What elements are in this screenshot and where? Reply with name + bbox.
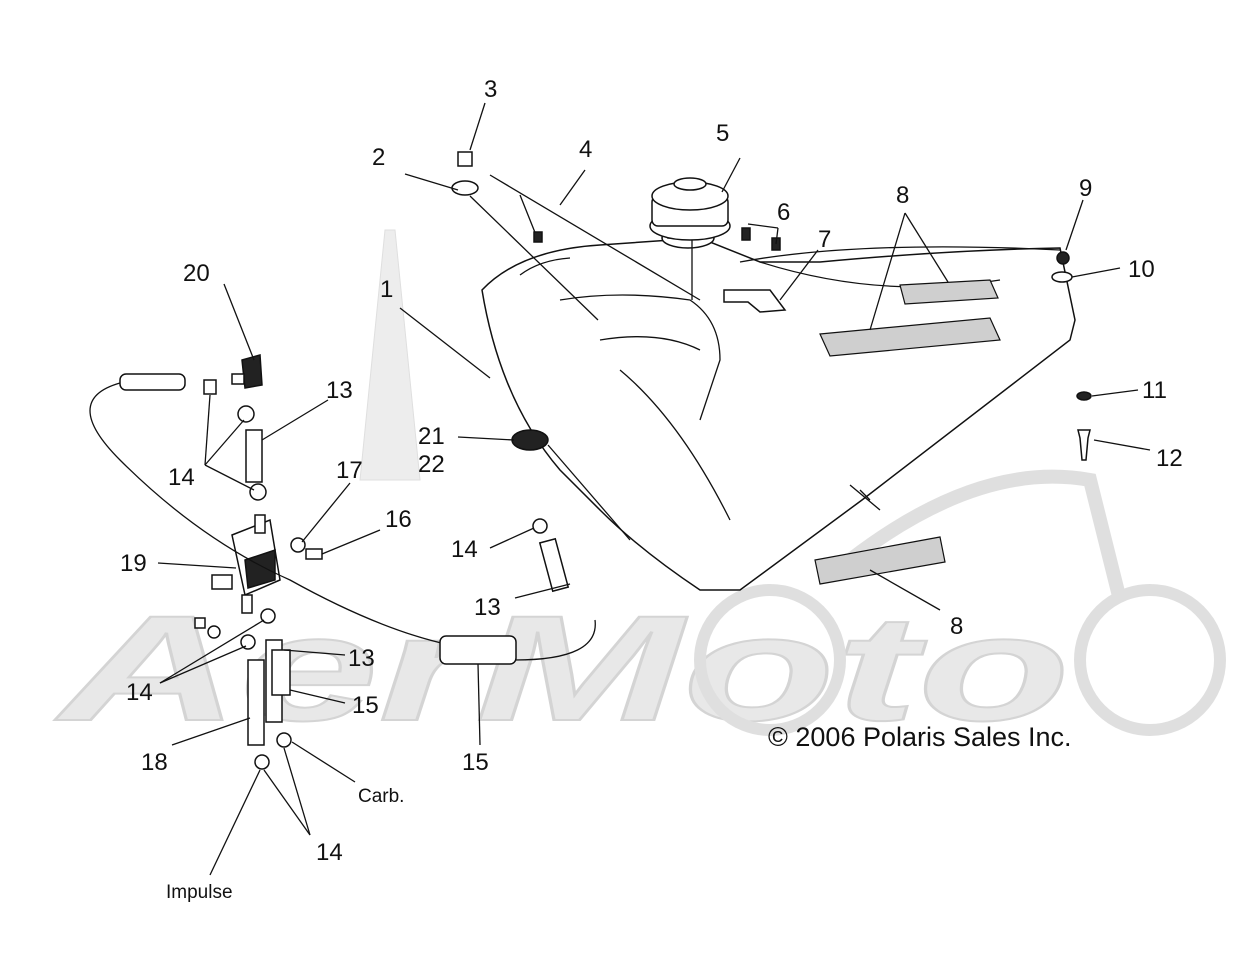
callout-15b: 15	[462, 749, 489, 776]
callout-14c: 14	[126, 679, 153, 706]
callout-9: 9	[1079, 175, 1092, 202]
clamp-14b	[237, 405, 255, 423]
callout-13c: 13	[348, 645, 375, 672]
callout-13a: 13	[326, 377, 353, 404]
screw-16	[305, 548, 323, 560]
clamp-14h	[254, 754, 270, 770]
clamp-14a	[203, 379, 217, 395]
callout-5: 5	[716, 120, 729, 147]
hose-13b	[538, 537, 570, 593]
screw-19	[194, 617, 206, 629]
watermark-wheel-right-icon	[1074, 584, 1226, 736]
callout-14b: 14	[451, 536, 478, 563]
vent-hose	[489, 174, 701, 301]
decal-strip-3	[814, 536, 946, 585]
callout-3: 3	[484, 76, 497, 103]
grommet-11	[1076, 391, 1092, 401]
callout-16: 16	[385, 506, 412, 533]
fuel-valve	[211, 514, 281, 614]
impulse-nipple	[231, 373, 245, 385]
label-carb: Carb.	[358, 786, 404, 807]
callout-10: 10	[1128, 256, 1155, 283]
callout-14a: 14	[168, 464, 195, 491]
washer-19	[207, 625, 221, 639]
washer	[1051, 271, 1073, 283]
screw-head	[457, 151, 473, 167]
callout-20: 20	[183, 260, 210, 287]
clamp-14d	[532, 518, 548, 534]
watermark-motorcycle-frame-icon	[845, 469, 1127, 602]
sender-strap	[547, 444, 631, 541]
callout-22: 22	[418, 451, 445, 478]
callout-19: 19	[120, 550, 147, 577]
decal-strip-2	[899, 279, 999, 305]
impulse-valve	[241, 354, 263, 389]
callout-7: 7	[818, 226, 831, 253]
callout-12: 12	[1156, 445, 1183, 472]
hose-18	[247, 659, 265, 746]
filler-cap	[649, 177, 731, 241]
hose-loop-end	[514, 619, 596, 661]
fuel-sender	[511, 429, 549, 451]
clamp-14e	[260, 608, 276, 624]
hose-13a	[245, 429, 263, 483]
clamp-14f	[240, 634, 256, 650]
bolt-6a	[741, 227, 751, 241]
watermark: AerMoto	[52, 229, 1226, 753]
callout-14d: 14	[316, 839, 343, 866]
callout-17: 17	[336, 457, 363, 484]
watermark-text: AerMoto	[53, 584, 1070, 752]
callout-15a: 15	[352, 692, 379, 719]
label-impulse: Impulse	[166, 882, 233, 903]
copyright-notice: © 2006 Polaris Sales Inc.	[768, 722, 1072, 752]
vent-valve	[533, 231, 543, 243]
decal-strip-1	[819, 317, 1001, 357]
clamp-14c	[249, 483, 267, 501]
leader-lines	[157, 102, 1151, 876]
callout-4: 4	[579, 136, 592, 163]
hose-top-left	[119, 373, 186, 391]
callout-11: 11	[1142, 377, 1167, 404]
callout-21: 21	[418, 423, 445, 450]
callout-1: 1	[380, 276, 393, 303]
hose-loop	[89, 382, 451, 646]
fuel-tank	[481, 215, 1076, 591]
callout-2: 2	[372, 144, 385, 171]
spring-hose-15a	[271, 649, 291, 696]
grommet	[451, 180, 479, 196]
spring-hose-15b	[439, 635, 517, 665]
watermark-spire-icon	[359, 229, 421, 481]
callout-18: 18	[141, 749, 168, 776]
watermark-wheel-left-icon	[694, 584, 846, 736]
callout-6: 6	[777, 199, 790, 226]
nut	[1056, 251, 1070, 265]
callout-8a: 8	[896, 182, 909, 209]
callout-13b: 13	[474, 594, 501, 621]
clamp-14g	[276, 732, 292, 748]
bracket	[723, 289, 787, 313]
bolt-12	[1077, 429, 1091, 461]
callout-8b: 8	[950, 613, 963, 640]
washer-17	[290, 537, 306, 553]
